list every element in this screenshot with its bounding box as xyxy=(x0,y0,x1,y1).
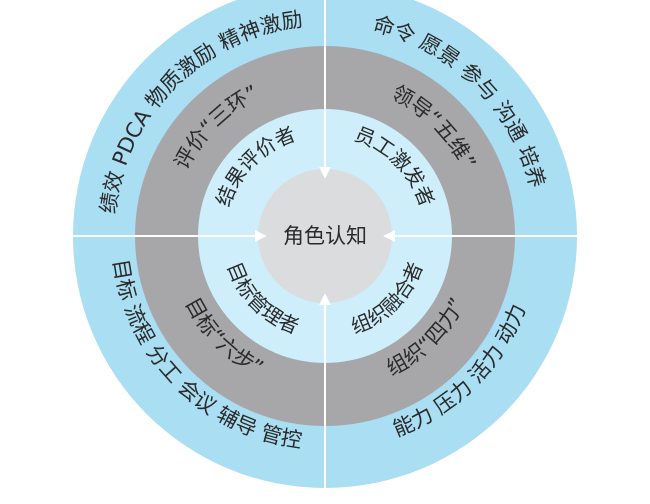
center-disc xyxy=(258,169,392,303)
center-label: 角色认知 xyxy=(283,224,367,248)
